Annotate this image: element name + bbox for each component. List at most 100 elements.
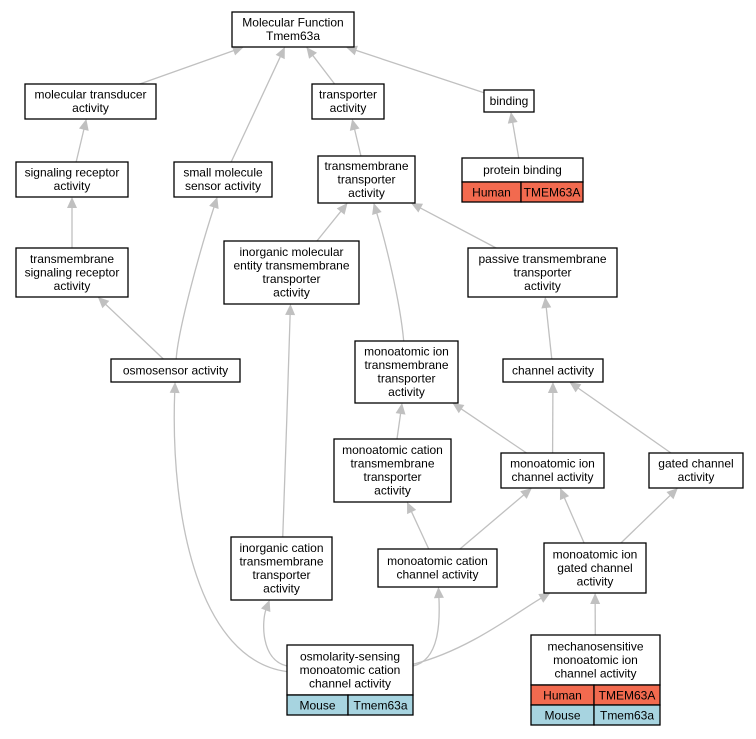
species-cell: Human <box>543 689 582 703</box>
edge-smsa-to-mf <box>230 55 282 163</box>
arrowhead-icon <box>569 382 582 393</box>
edge-osmcca-to-migca <box>412 597 542 665</box>
edge-migca-to-mica <box>563 496 585 544</box>
go-term-node-binding[interactable]: binding <box>483 89 535 113</box>
arrowhead-icon <box>67 197 77 208</box>
edge-imetta-to-tta <box>316 210 342 242</box>
gene-cell: TMEM63A <box>524 186 581 200</box>
edge-mctta-to-mitta <box>396 412 402 440</box>
gene-cell: TMEM63A <box>599 689 656 703</box>
node-box <box>317 155 416 204</box>
go-term-node-osa[interactable]: osmosensor activity <box>110 358 241 383</box>
edge-migca-to-gca <box>620 494 672 544</box>
gene-cell: Tmem63a <box>600 709 654 723</box>
node-box <box>500 452 605 489</box>
node-box <box>333 438 452 503</box>
node-box <box>231 11 355 48</box>
node-label-line: channel activity <box>512 363 594 377</box>
node-label-line: transporter <box>319 88 377 102</box>
edge-sra-to-mta <box>75 128 85 163</box>
arrowhead-icon <box>231 45 244 56</box>
node-box <box>15 161 129 198</box>
node-box <box>543 542 647 594</box>
node-box <box>467 247 618 298</box>
node-label-line: inorganic molecular <box>239 245 343 259</box>
arrowhead-icon <box>547 382 558 394</box>
edge-osmcca-to-ictta <box>263 609 288 667</box>
node-label-line: passive transmembrane <box>478 252 606 266</box>
node-label-line: protein binding <box>483 163 562 177</box>
node-label-line: activity <box>678 470 715 484</box>
arrowhead-icon <box>590 593 601 605</box>
go-term-node-mitta[interactable]: monoatomic iontransmembranetransporterac… <box>354 340 459 404</box>
node-label-line: signaling receptor <box>25 265 120 279</box>
node-label-line: transporter <box>377 372 435 386</box>
node-label-line: activity <box>577 574 614 588</box>
node-label-line: gated channel <box>658 457 733 471</box>
node-label-line: transmembrane <box>350 457 434 471</box>
species-cell: Mouse <box>299 699 335 713</box>
edge-mcca-to-mctta <box>410 510 430 550</box>
edge-mitta-to-tta <box>375 212 405 342</box>
go-term-node-ca[interactable]: channel activity <box>502 358 604 383</box>
node-label-line: Tmem63a <box>266 29 320 43</box>
go-term-node-mctta[interactable]: monoatomic cationtransmembranetransporte… <box>333 438 452 503</box>
go-term-node-ictta[interactable]: inorganic cationtransmembranetransporter… <box>230 536 333 601</box>
node-label-line: activity <box>263 582 300 596</box>
node-label-line: transporter <box>252 568 310 582</box>
node-label-line: activity <box>273 286 310 300</box>
gene-cell: Tmem63a <box>353 699 407 713</box>
edge-osa-to-smsa <box>175 206 215 360</box>
node-label-line: activity <box>524 279 561 293</box>
arrowhead-icon <box>372 203 382 215</box>
edge-pb-to-binding <box>511 121 520 159</box>
node-box <box>110 358 241 383</box>
node-label-line: monoatomic ion <box>553 653 638 667</box>
node-box <box>502 358 604 383</box>
node-label-line: activity <box>54 179 91 193</box>
node-box <box>173 161 273 198</box>
node-label-line: activity <box>330 101 367 115</box>
node-label-line: transporter <box>262 272 320 286</box>
species-cell: Human <box>472 186 511 200</box>
gene-cell-box <box>593 704 661 726</box>
node-box <box>483 89 535 113</box>
node-label-line: activity <box>348 186 385 200</box>
edge-mta-to-mf <box>139 49 235 85</box>
arrowhead-icon <box>520 488 532 499</box>
arrowhead-icon <box>507 112 518 124</box>
node-label-line: monoatomic cation <box>300 663 401 677</box>
node-label-line: small molecule <box>183 166 263 180</box>
node-label-line: sensor activity <box>185 179 261 193</box>
node-label-line: inorganic cation <box>239 541 323 555</box>
node-label-line: channel activity <box>554 666 636 680</box>
arrowhead-icon <box>285 304 296 316</box>
edge-gca-to-ca <box>577 387 672 454</box>
edge-osmcca-to-mcca <box>412 596 440 667</box>
arrowhead-icon <box>538 593 551 603</box>
arrowhead-icon <box>452 403 465 414</box>
node-label-line: molecular transducer <box>34 88 146 102</box>
node-label-line: channel activity <box>511 470 593 484</box>
edge-binding-to-mf <box>355 49 485 94</box>
node-label-line: transporter <box>337 172 395 186</box>
edge-ta-to-mf <box>311 54 336 85</box>
edge-tta-to-ta <box>353 128 362 157</box>
